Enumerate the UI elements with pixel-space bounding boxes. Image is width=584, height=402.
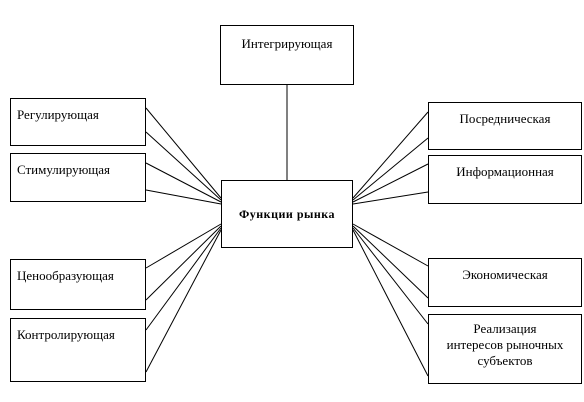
connector-left-3b (145, 225, 222, 301)
function-label: Экономическая (462, 267, 548, 282)
function-label: Регулирующая (17, 107, 99, 122)
connector-left-1 (145, 107, 222, 199)
connector-left-2 (145, 162, 222, 203)
function-label-line: Реализация (473, 321, 537, 336)
function-box-informational: Информационная (428, 155, 582, 204)
connector-right-3b (352, 225, 429, 299)
connector-left-4b (145, 229, 222, 373)
connector-right-4b (352, 229, 429, 377)
function-box-controlling: Контролирующая (10, 318, 146, 382)
connector-right-1 (352, 111, 429, 199)
function-box-integrating: Интегрирующая (220, 25, 354, 85)
connector-right-1b (352, 137, 429, 201)
connector-right-4 (352, 227, 429, 325)
connector-right-3 (352, 223, 429, 267)
function-label: Информационная (456, 164, 554, 179)
function-box-realization-of-interests: Реализация интересов рыночных субъектов (428, 314, 582, 384)
function-label: Интегрирующая (241, 36, 333, 51)
connector-left-2b (145, 189, 222, 205)
central-label: Функции рынка (238, 207, 336, 221)
connector-left-3 (145, 223, 222, 269)
connector-left-1b (145, 131, 222, 201)
function-label-multiline: Реализация интересов рыночных субъектов (447, 321, 564, 369)
function-box-economic: Экономическая (428, 258, 582, 307)
function-label: Стимулирующая (17, 162, 111, 177)
function-label: Ценообразующая (17, 268, 114, 283)
connector-left-4 (145, 227, 222, 331)
function-label: Посредническая (459, 111, 551, 126)
connector-right-2 (352, 163, 429, 203)
function-box-price-forming: Ценообразующая (10, 259, 146, 310)
function-box-intermediary: Посредническая (428, 102, 582, 150)
function-label-line: субъектов (477, 353, 533, 368)
function-box-stimulating: Стимулирующая (10, 153, 146, 202)
function-label: Контролирующая (17, 327, 115, 342)
function-label-line: интересов рыночных (446, 337, 564, 352)
function-box-regulating: Регулирующая (10, 98, 146, 146)
central-box-market-functions: Функции рынка (221, 180, 353, 248)
connector-right-2b (352, 191, 429, 205)
